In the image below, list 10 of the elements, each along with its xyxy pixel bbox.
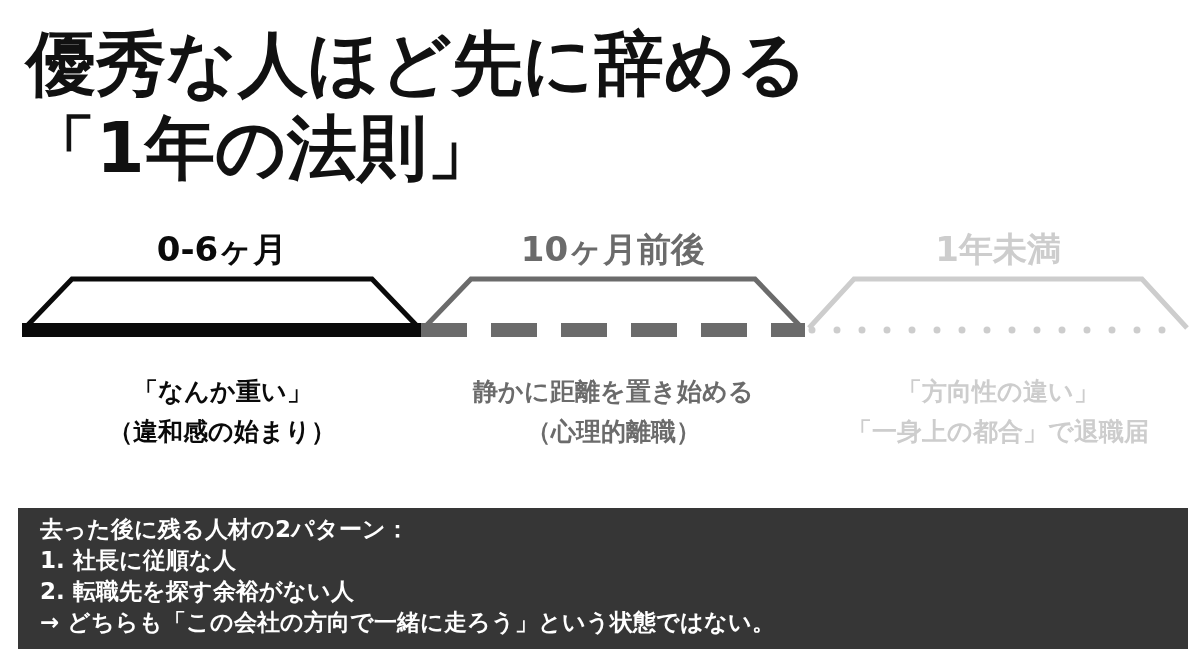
summary-panel	[18, 508, 1188, 649]
list-item: 1. 社長に従順な人	[40, 546, 236, 575]
conclusion-text: → どちらも「この会社の方向で一緒に走ろう」という状態ではない。	[40, 608, 776, 637]
title: 優秀な人ほど先に辞める「1年の法則」	[26, 22, 809, 190]
phase-heading: 10ヶ月前後	[519, 228, 707, 271]
panel-heading: 去った後に残る人材の2パターン：	[40, 515, 409, 544]
phase-description: 静かに距離を置き始める（心理的離職）	[471, 376, 755, 448]
list-item: 2. 転職先を探す余裕がない人	[40, 577, 354, 606]
phase-description: 「なんか重い」（違和感の始まり）	[107, 376, 337, 448]
phase-heading: 0-6ヶ月	[155, 228, 289, 271]
